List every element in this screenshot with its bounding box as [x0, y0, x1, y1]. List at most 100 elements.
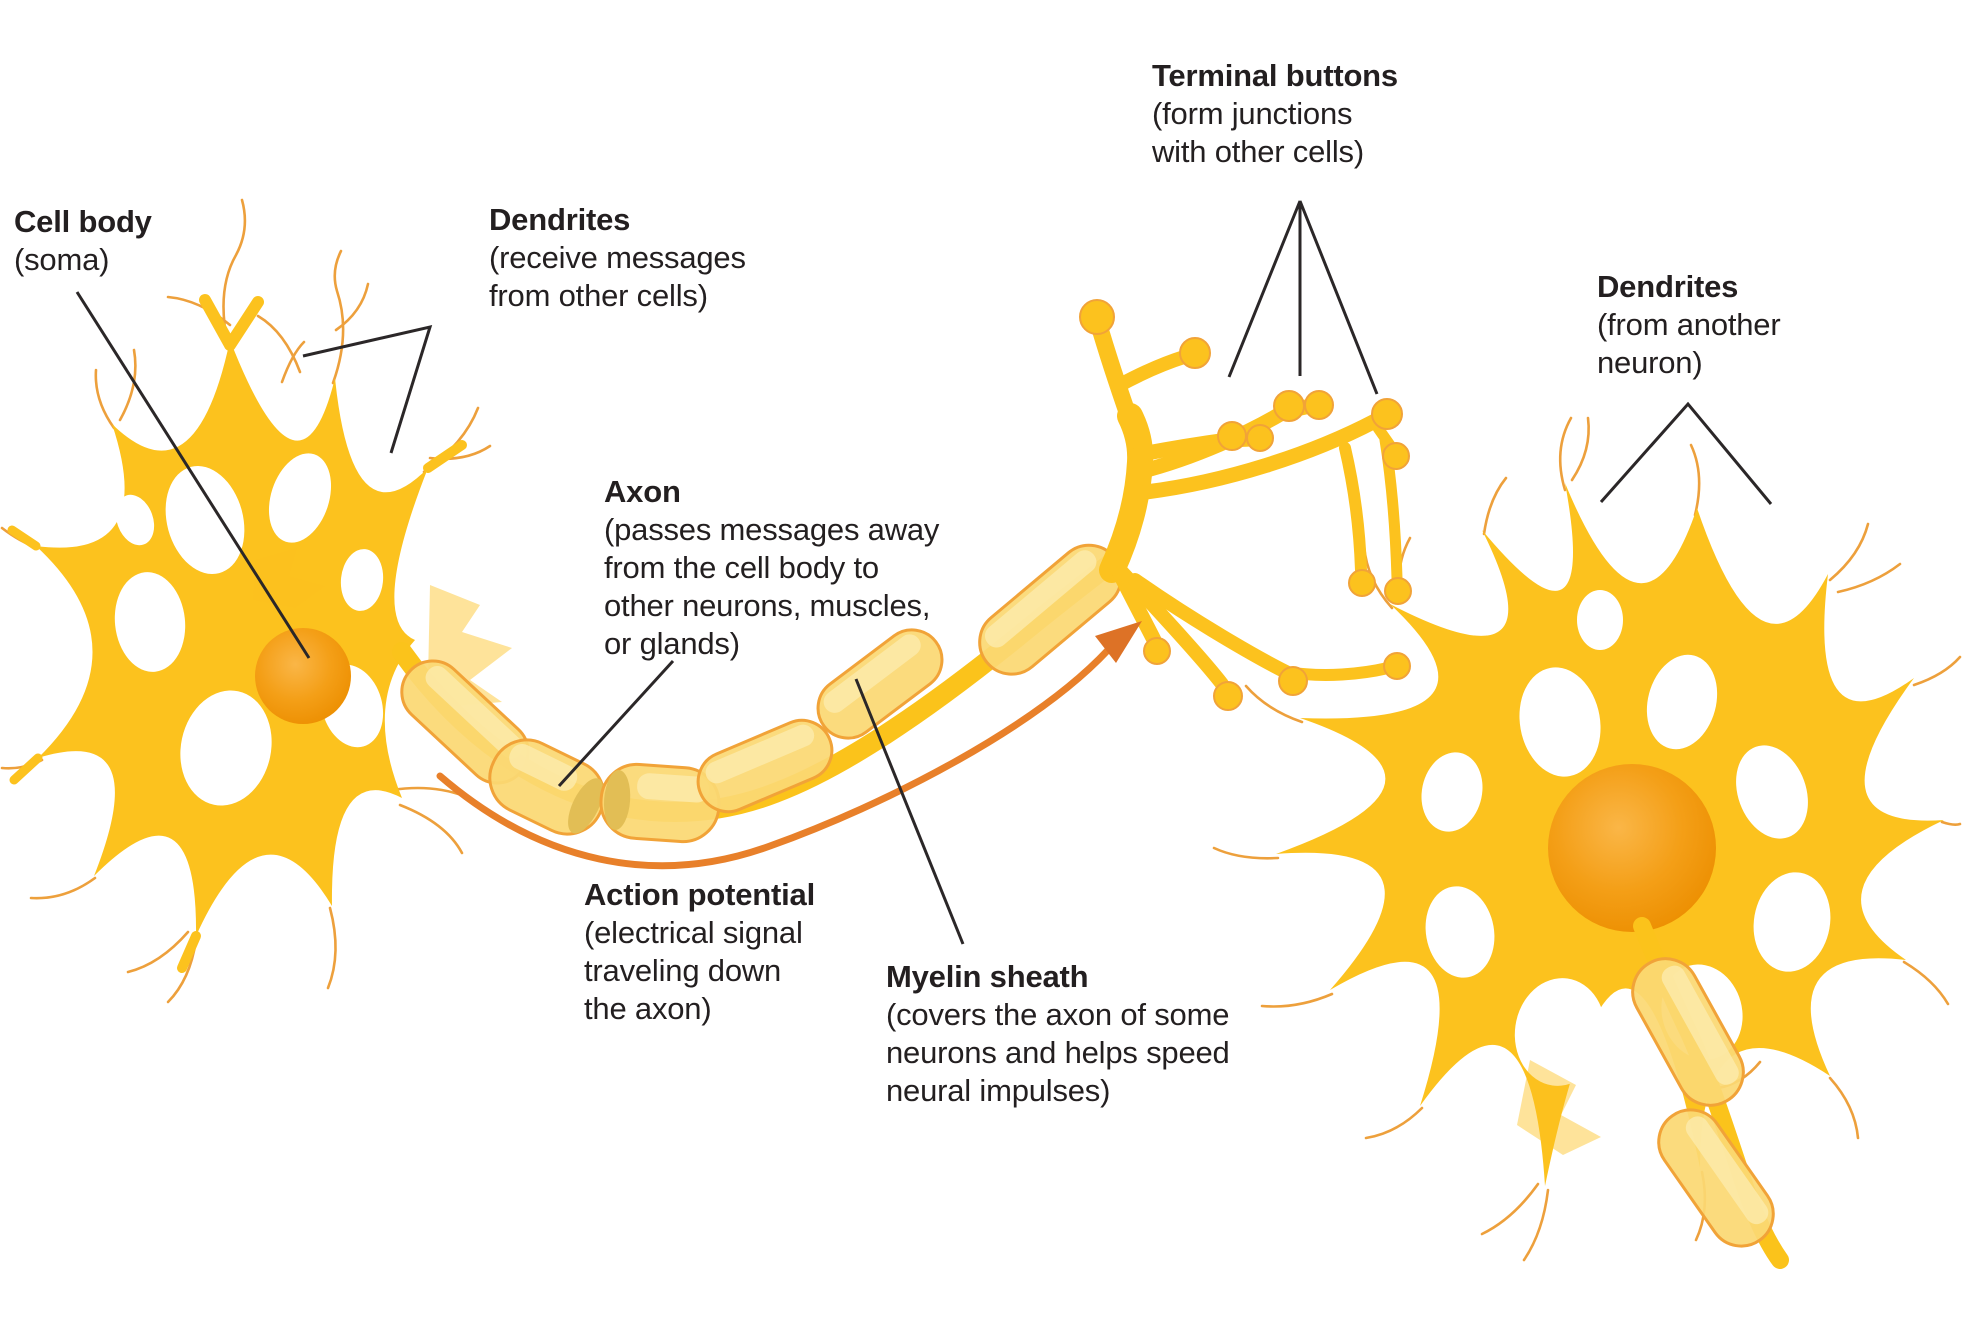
- terminal-button: [1217, 421, 1247, 451]
- dendrites-right-leader: [1599, 401, 1773, 505]
- dendrite-hair: [1570, 416, 1590, 482]
- terminal-button: [1246, 424, 1274, 452]
- pale-process: [1517, 1060, 1601, 1155]
- dendrite-hair: [1902, 960, 1950, 1006]
- myelin-cut-face: [568, 778, 604, 834]
- left-neuron-holes: [114, 453, 384, 806]
- arm-fork: [199, 294, 264, 351]
- label-terminal-buttons-title: Terminal buttons: [1152, 58, 1398, 93]
- myelin-segment: [696, 718, 834, 814]
- right-neuron-axon: [1631, 917, 1789, 1269]
- label-terminal-buttons: Terminal buttons (form junctions with ot…: [1152, 57, 1398, 171]
- label-axon-desc: (passes messages away from the cell body…: [604, 512, 940, 661]
- dendrite-hair: [1558, 416, 1573, 492]
- soma-hole: [1753, 872, 1831, 972]
- label-myelin-sheath-title: Myelin sheath: [886, 959, 1089, 994]
- dendrite-hair: [1912, 655, 1962, 687]
- axon-terminal: [1079, 299, 1412, 711]
- dendrite-hair: [331, 249, 345, 385]
- leader-lines: [75, 200, 1773, 945]
- label-dendrites-right-title: Dendrites: [1597, 269, 1739, 304]
- terminal-button: [1179, 337, 1211, 369]
- terminal-button: [1382, 442, 1410, 470]
- terminal-button: [1371, 398, 1403, 430]
- dendrite-hair: [1940, 820, 1962, 826]
- dendrite-hair: [1364, 1106, 1424, 1140]
- label-cell-body-desc: (soma): [14, 242, 110, 277]
- left-neuron-nucleus: [255, 628, 351, 724]
- axon-leader: [557, 659, 675, 788]
- soma-hole: [1425, 886, 1495, 978]
- terminal-button: [1383, 652, 1411, 680]
- terminal-button: [1143, 637, 1171, 665]
- label-action-potential-title: Action potential: [584, 877, 816, 912]
- myelin-segment: [816, 628, 944, 740]
- dendrite-hair: [1836, 562, 1902, 594]
- dendrite-hair: [118, 348, 137, 422]
- label-action-potential-desc: (electrical signal traveling down the ax…: [584, 915, 803, 1026]
- soma-hole: [180, 690, 272, 806]
- terminal-button: [1079, 299, 1115, 335]
- left-neuron-soma: [36, 340, 428, 936]
- dendrite-hair: [1244, 684, 1304, 724]
- terminal-buttons-group: [1079, 299, 1412, 711]
- pale-process: [253, 548, 325, 608]
- right-neuron: [1212, 416, 1962, 1269]
- label-dendrites-left: Dendrites (receive messages from other c…: [489, 201, 746, 315]
- dendrite-hair: [126, 930, 190, 974]
- soma-hole: [1519, 667, 1601, 777]
- dendrite-hair: [1480, 1182, 1540, 1236]
- cell-body-leader: [75, 291, 311, 659]
- dendrite-hair: [1689, 443, 1701, 517]
- dendrite-hair: [222, 198, 247, 347]
- dendrite-hair: [256, 314, 302, 374]
- dendrite-hair: [166, 295, 232, 327]
- dendrite-hair: [94, 368, 116, 430]
- dendrite-hair: [1482, 476, 1508, 536]
- myelin-segment: [599, 762, 721, 844]
- dendrite-hair: [29, 876, 97, 900]
- myelin-segment: [488, 738, 606, 836]
- arm-fork: [423, 440, 467, 473]
- label-cell-body: Cell body (soma): [14, 203, 152, 279]
- label-dendrites-left-desc: (receive messages from other cells): [489, 240, 746, 313]
- soma-hole: [268, 453, 332, 543]
- label-dendrites-left-title: Dendrites: [489, 202, 631, 237]
- terminal-branch: [1111, 350, 1191, 393]
- left-neuron-arm-forks: [7, 294, 467, 973]
- left-neuron: [0, 198, 512, 1004]
- action-potential-arrowhead: [1095, 621, 1142, 663]
- terminal-button: [1273, 390, 1305, 422]
- myelin-cut-face: [603, 770, 631, 830]
- soma-hole: [115, 494, 155, 546]
- dendrite-hair: [1212, 846, 1280, 860]
- soma-hole: [340, 549, 384, 611]
- action-potential-arrow: [436, 621, 1142, 870]
- dendrite-hair: [280, 340, 306, 384]
- dendrites-left-leader: [302, 324, 433, 454]
- terminal-branch: [1128, 573, 1293, 679]
- label-dendrites-right-desc: (from another neuron): [1597, 307, 1781, 380]
- terminal-button: [1348, 569, 1376, 597]
- soma-hole: [1736, 745, 1808, 839]
- myelin-sheath-leader: [854, 678, 965, 945]
- soma-hole: [1514, 978, 1606, 1086]
- label-dendrites-right: Dendrites (from another neuron): [1597, 268, 1781, 382]
- dendrite-hair: [334, 282, 370, 332]
- terminal-branch: [1138, 413, 1383, 500]
- action-potential-arc: [436, 646, 1112, 870]
- soma-hole: [1421, 752, 1483, 832]
- dendrite-hair: [1828, 522, 1870, 582]
- terminal-button: [1384, 577, 1412, 605]
- dendrite-hair: [398, 803, 464, 855]
- axon-fiber: [392, 543, 1130, 844]
- myelin-segment: [1631, 957, 1745, 1107]
- label-axon-title: Axon: [604, 474, 681, 509]
- label-myelin-sheath-desc: (covers the axon of some neurons and hel…: [886, 997, 1230, 1108]
- soma-hole: [165, 465, 245, 575]
- arm-fork: [7, 525, 43, 785]
- soma-hole: [114, 572, 186, 672]
- terminal-buttons-leader: [1227, 200, 1379, 395]
